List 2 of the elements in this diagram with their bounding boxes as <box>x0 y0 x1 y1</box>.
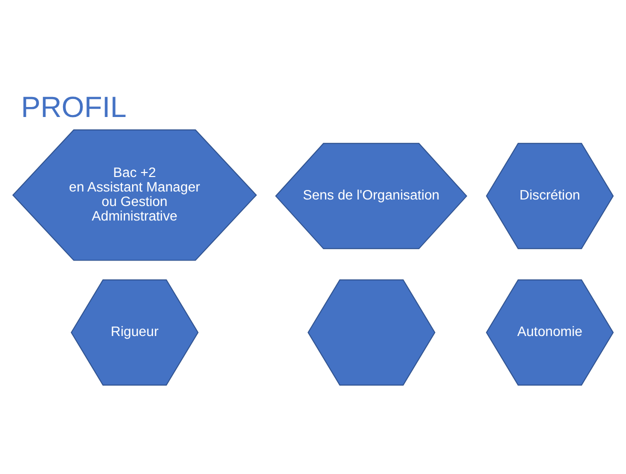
node-hexagon <box>308 278 436 386</box>
diagram-title: PROFIL <box>20 92 127 124</box>
